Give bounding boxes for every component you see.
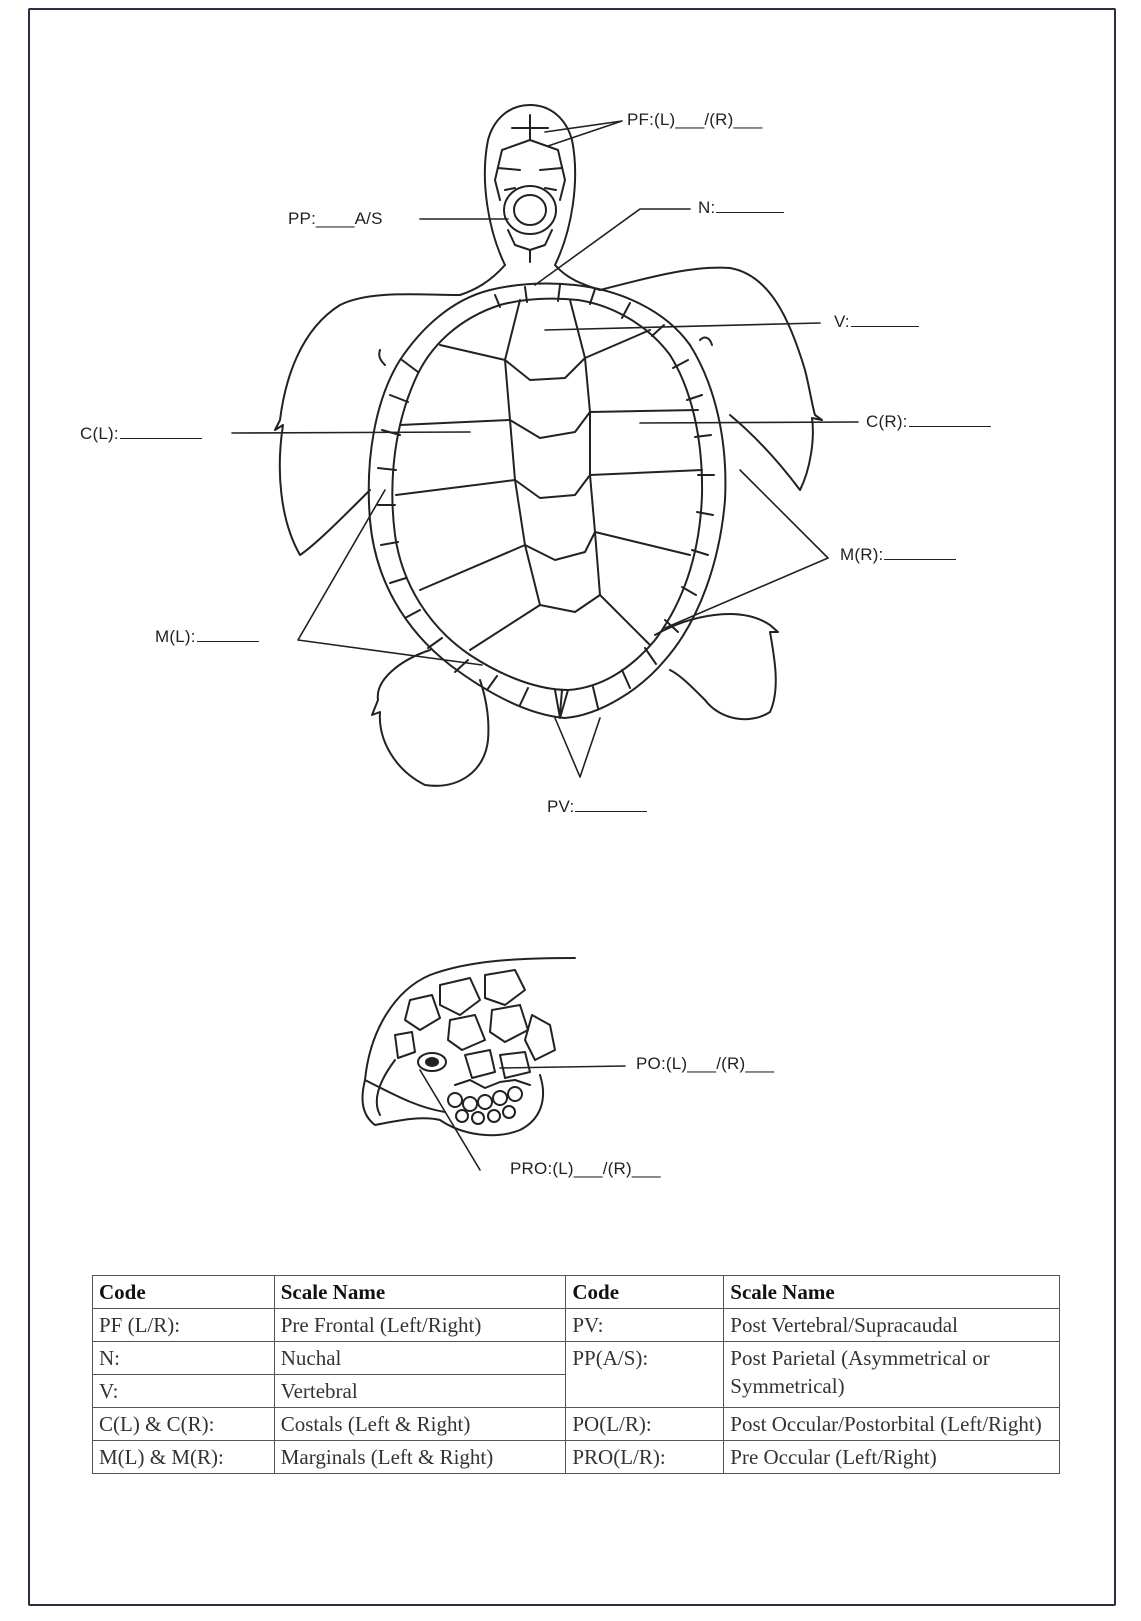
label-m-left-text: M(L): — [155, 627, 196, 646]
blank-m-right — [884, 545, 956, 560]
legend-row: N: Nuchal PP(A/S): Post Parietal (Asymme… — [93, 1342, 1060, 1375]
label-c-left-text: C(L): — [80, 424, 119, 443]
legend-header-scale-name: Scale Name — [724, 1276, 1060, 1309]
blank-c-left — [120, 424, 202, 439]
legend-scale-name: Post Parietal (Asymmetrical or Symmetric… — [724, 1342, 1060, 1408]
label-m-left: M(L): — [155, 627, 260, 647]
blank-v — [851, 312, 919, 327]
label-n: N: — [698, 198, 785, 218]
legend-code: N: — [93, 1342, 275, 1375]
leader-ml — [298, 490, 482, 665]
leader-cl — [232, 432, 470, 433]
left-rear-flipper — [372, 650, 488, 786]
legend-row: C(L) & C(R): Costals (Left & Right) PO(L… — [93, 1408, 1060, 1441]
legend-code: PP(A/S): — [566, 1342, 724, 1408]
legend-scale-name: Costals (Left & Right) — [274, 1408, 566, 1441]
legend-table: Code Scale Name Code Scale Name PF (L/R)… — [92, 1275, 1060, 1474]
leader-cr — [640, 422, 858, 423]
turtle-head — [485, 105, 600, 290]
legend-row: PF (L/R): Pre Frontal (Left/Right) PV: P… — [93, 1309, 1060, 1342]
label-v-text: V: — [834, 312, 850, 331]
legend-header-code: Code — [566, 1276, 724, 1309]
legend-scale-name: Pre Frontal (Left/Right) — [274, 1309, 566, 1342]
blank-n — [716, 198, 784, 213]
label-m-right-text: M(R): — [840, 545, 883, 564]
legend-header-scale-name: Scale Name — [274, 1276, 566, 1309]
leader-v — [545, 323, 820, 330]
leader-po — [500, 1066, 625, 1068]
blank-c-right — [909, 412, 991, 427]
leader-mr — [665, 470, 828, 628]
label-c-right-text: C(R): — [866, 412, 908, 431]
leader-pf — [545, 121, 622, 146]
label-n-text: N: — [698, 198, 715, 217]
blank-pv — [575, 797, 647, 812]
legend-scale-name: Nuchal — [274, 1342, 566, 1375]
legend-code: V: — [93, 1375, 275, 1408]
legend-scale-name: Post Vertebral/Supracaudal — [724, 1309, 1060, 1342]
label-pf: PF:(L)___/(R)___ — [627, 110, 762, 130]
label-po: PO:(L)___/(R)___ — [636, 1054, 774, 1074]
leader-pv — [555, 718, 600, 777]
label-pro: PRO:(L)___/(R)___ — [510, 1159, 661, 1179]
legend-scale-name: Marginals (Left & Right) — [274, 1441, 566, 1474]
label-pv-text: PV: — [547, 797, 574, 816]
legend-code: PRO(L/R): — [566, 1441, 724, 1474]
head-scale-frontal — [504, 186, 556, 234]
left-front-flipper — [275, 294, 460, 555]
legend-scale-name: Vertebral — [274, 1375, 566, 1408]
legend-code: PV: — [566, 1309, 724, 1342]
label-v: V: — [834, 312, 920, 332]
label-c-right: C(R): — [866, 412, 992, 432]
label-c-left: C(L): — [80, 424, 203, 444]
legend-header-code: Code — [93, 1276, 275, 1309]
label-pp: PP:____A/S — [288, 209, 383, 229]
legend-header-row: Code Scale Name Code Scale Name — [93, 1276, 1060, 1309]
legend-code: PO(L/R): — [566, 1408, 724, 1441]
legend-code: C(L) & C(R): — [93, 1408, 275, 1441]
label-m-right: M(R): — [840, 545, 957, 565]
vertebral-scutes — [505, 300, 600, 612]
legend-code: PF (L/R): — [93, 1309, 275, 1342]
legend-code: M(L) & M(R): — [93, 1441, 275, 1474]
legend-scale-name: Post Occular/Postorbital (Left/Right) — [724, 1408, 1060, 1441]
leader-pro — [420, 1070, 480, 1170]
blank-m-left — [197, 627, 259, 642]
legend-row: M(L) & M(R): Marginals (Left & Right) PR… — [93, 1441, 1060, 1474]
legend-scale-name: Pre Occular (Left/Right) — [724, 1441, 1060, 1474]
label-pv: PV: — [547, 797, 648, 817]
right-rear-flipper — [655, 614, 778, 719]
